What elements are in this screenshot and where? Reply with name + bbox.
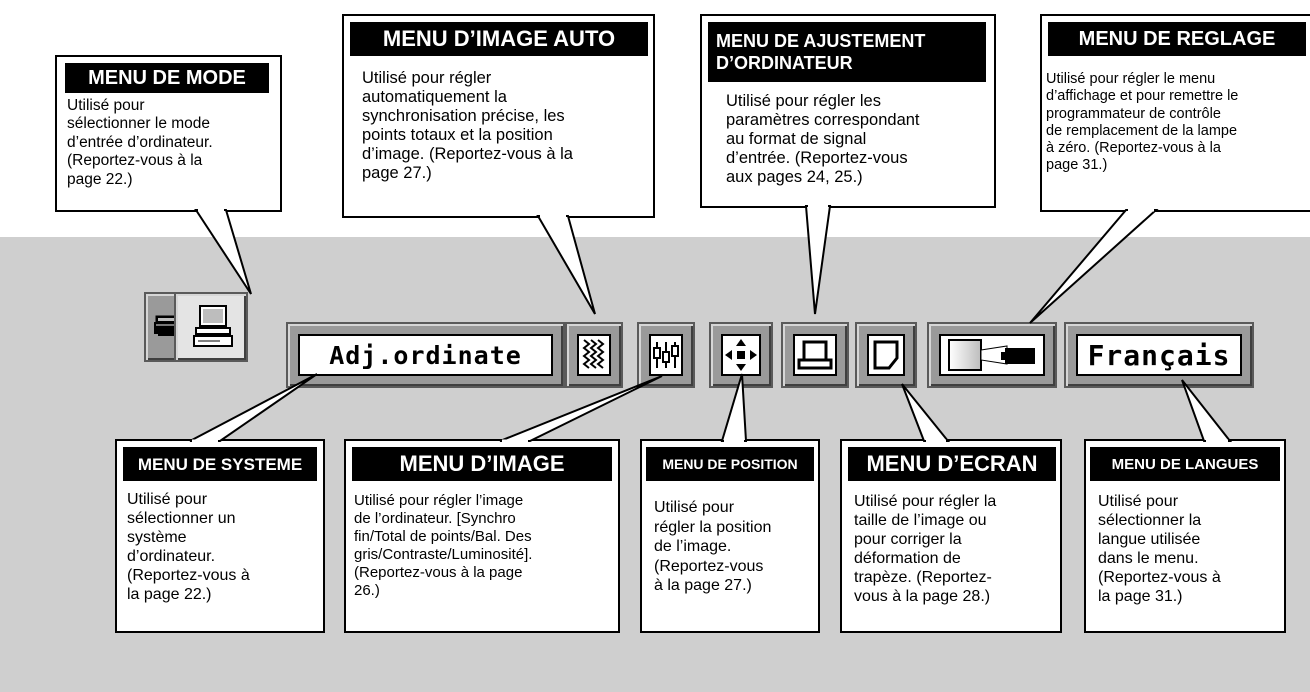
callout-langues: MENU DE LANGUES Utilisé pour sélectionne… [1084,439,1286,633]
auto-image-inner [577,334,611,376]
callout-auto-title: MENU D’IMAGE AUTO [350,22,648,56]
setting-menu-button[interactable] [927,322,1057,388]
computer-icon [193,305,233,347]
image-menu-button[interactable] [637,322,695,388]
callout-ecran: MENU D’ECRAN Utilisé pour régler la tail… [840,439,1062,633]
language-menu-label: Français [1076,334,1242,376]
callout-reglage-title: MENU DE REGLAGE [1048,22,1306,56]
callout-mode-title: MENU DE MODE [65,63,269,93]
adjust-menu-label: Adj.ordinate [298,334,553,376]
sliders-icon [653,342,679,368]
screen-menu-button[interactable] [855,322,917,388]
callout-position-desc: Utilisé pour régler la position de l’ima… [654,499,772,594]
callout-image-title: MENU D’IMAGE [352,447,612,481]
adjust-menu-label-frame[interactable]: Adj.ordinate [286,322,565,388]
callout-mode: MENU DE MODE Utilisé pour sélectionner l… [55,55,282,212]
callout-position: MENU DE POSITION Utilisé pour régler la … [640,439,820,633]
screen-projector-icon [948,339,1035,371]
callout-ecran-desc: Utilisé pour régler la taille de l’image… [854,493,997,605]
callout-adjust-title: MENU DE AJUSTEMENT D’ORDINATEUR [708,22,986,82]
callout-image-desc: Utilisé pour régler l’image de l’ordinat… [354,492,533,599]
callout-reglage-desc: Utilisé pour régler le menu d’affichage … [1046,71,1239,174]
callout-mode-desc: Utilisé pour sélectionner le mode d’entr… [67,97,213,188]
callout-langues-title: MENU DE LANGUES [1090,447,1280,481]
callout-systeme-desc: Utilisé pour sélectionner un système d’o… [127,491,250,603]
callout-position-title: MENU DE POSITION [646,447,814,481]
language-menu-frame[interactable]: Français [1064,322,1254,388]
adjust-menu-inner [793,334,837,376]
image-menu-inner [649,334,683,376]
laptop-icon [797,340,833,370]
callout-adjust-title-line2: D’ORDINATEUR [716,53,853,73]
callout-ecran-title: MENU D’ECRAN [848,447,1056,481]
system-menu-button[interactable] [174,292,248,362]
callout-auto-desc: Utilisé pour régler automatiquement la s… [362,69,573,182]
callout-langues-desc: Utilisé pour sélectionner la langue util… [1098,493,1221,605]
callout-adjust: MENU DE AJUSTEMENT D’ORDINATEUR Utilisé … [700,14,996,208]
screen-icon [873,340,899,370]
position-menu-inner [721,334,761,376]
callout-adjust-desc: Utilisé pour régler les paramètres corre… [726,92,920,186]
callout-adjust-title-line1: MENU DE AJUSTEMENT [716,31,926,51]
position-menu-button[interactable] [709,322,773,388]
callout-reglage: MENU DE REGLAGE Utilisé pour régler le m… [1040,14,1310,212]
callout-image: MENU D’IMAGE Utilisé pour régler l’image… [344,439,620,633]
move-arrows-icon [725,339,757,371]
screen-menu-inner [867,334,905,376]
adjust-menu-button[interactable] [781,322,849,388]
callout-systeme: MENU DE SYSTEME Utilisé pour sélectionne… [115,439,325,633]
auto-image-button[interactable] [565,322,623,388]
setting-menu-inner [939,334,1045,376]
callout-auto: MENU D’IMAGE AUTO Utilisé pour régler au… [342,14,655,218]
callout-systeme-title: MENU DE SYSTEME [123,447,317,481]
zigzag-icon [582,339,605,369]
